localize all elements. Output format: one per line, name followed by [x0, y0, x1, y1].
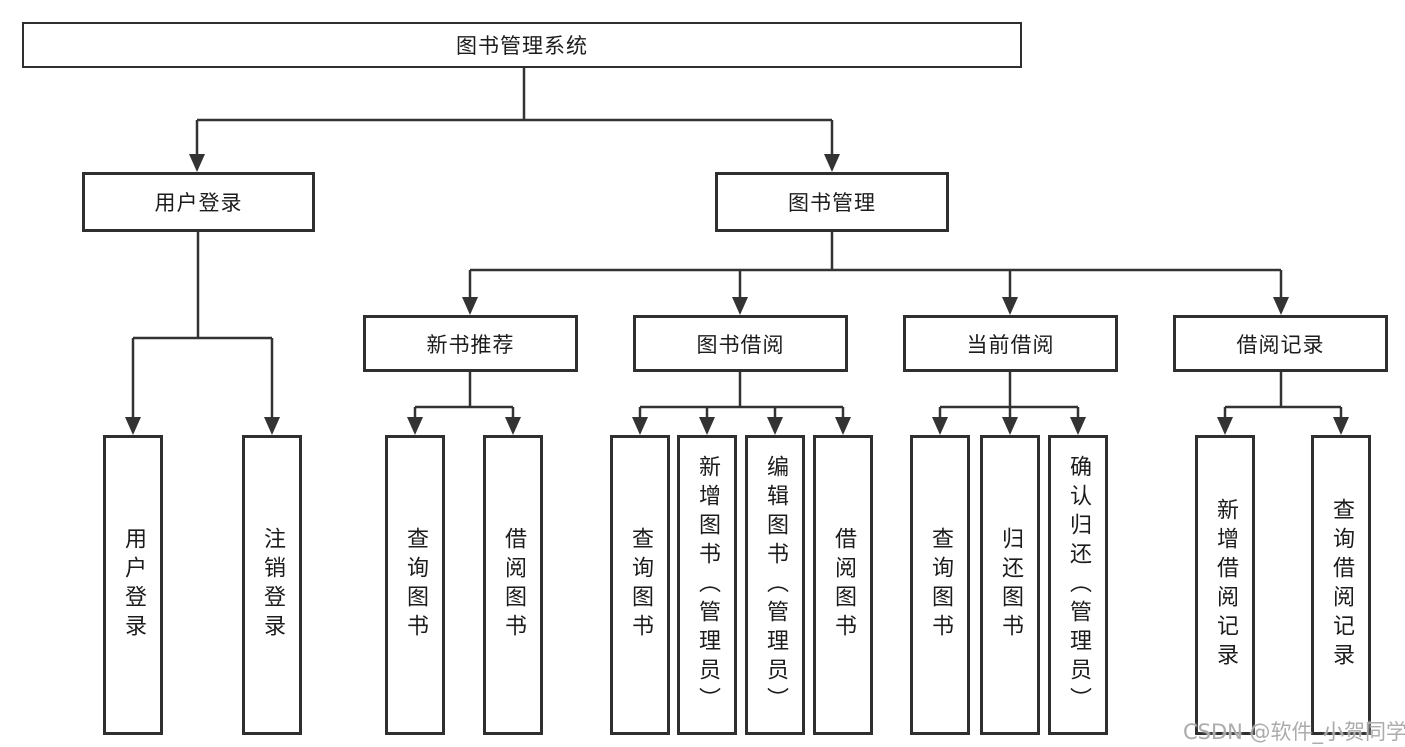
leaf-newbook-borrow-book-label: 借阅图书 [501, 527, 526, 643]
leaf-bookborrow-edit-book-admin: 编辑图书（管理员） [745, 435, 805, 735]
node-book-borrow-label: 图书借阅 [696, 332, 785, 357]
node-current-borrow: 当前借阅 [903, 315, 1118, 372]
leaf-logout-label: 注销登录 [260, 527, 285, 643]
leaf-current-confirm-return-admin-label: 确认归还（管理员） [1066, 454, 1091, 716]
node-root-label: 图书管理系统 [456, 34, 588, 58]
csdn-watermark: CSDN @软件_小贺同学 [1183, 720, 1405, 744]
leaf-current-query-book-label: 查询图书 [928, 527, 953, 643]
node-user-login: 用户登录 [82, 172, 315, 232]
leaf-user-login-label: 用户登录 [121, 527, 146, 643]
node-book-management: 图书管理 [715, 172, 949, 232]
node-new-book-recommend: 新书推荐 [363, 315, 578, 372]
leaf-current-query-book: 查询图书 [910, 435, 970, 735]
leaf-bookborrow-edit-book-admin-label: 编辑图书（管理员） [763, 454, 788, 716]
leaf-current-confirm-return-admin: 确认归还（管理员） [1048, 435, 1108, 735]
leaf-records-query-borrow-record-label: 查询借阅记录 [1329, 498, 1354, 672]
node-new-book-recommend-label: 新书推荐 [426, 332, 515, 357]
node-user-login-label: 用户登录 [154, 191, 243, 215]
leaf-newbook-query-book-label: 查询图书 [403, 527, 428, 643]
leaf-current-return-book-label: 归还图书 [998, 527, 1023, 643]
leaf-bookborrow-borrow-book-label: 借阅图书 [831, 527, 856, 643]
leaf-bookborrow-add-book-admin-label: 新增图书（管理员） [695, 454, 720, 716]
node-book-management-label: 图书管理 [788, 191, 876, 215]
leaf-bookborrow-query-book-label: 查询图书 [628, 527, 653, 643]
node-book-borrow: 图书借阅 [633, 315, 848, 372]
node-current-borrow-label: 当前借阅 [966, 332, 1055, 357]
node-root-system: 图书管理系统 [22, 22, 1022, 68]
leaf-bookborrow-query-book: 查询图书 [610, 435, 670, 735]
leaf-records-add-borrow-record-label: 新增借阅记录 [1213, 498, 1238, 672]
leaf-newbook-query-book: 查询图书 [385, 435, 445, 735]
arrowhead-icons [125, 154, 1349, 435]
leaf-bookborrow-add-book-admin: 新增图书（管理员） [677, 435, 737, 735]
leaf-records-add-borrow-record: 新增借阅记录 [1195, 435, 1255, 735]
node-borrow-records: 借阅记录 [1173, 315, 1388, 372]
leaf-logout: 注销登录 [242, 435, 302, 735]
node-borrow-records-label: 借阅记录 [1236, 332, 1325, 357]
leaf-user-login: 用户登录 [103, 435, 163, 735]
leaf-newbook-borrow-book: 借阅图书 [483, 435, 543, 735]
leaf-current-return-book: 归还图书 [980, 435, 1040, 735]
leaf-bookborrow-borrow-book: 借阅图书 [813, 435, 873, 735]
leaf-records-query-borrow-record: 查询借阅记录 [1311, 435, 1371, 735]
